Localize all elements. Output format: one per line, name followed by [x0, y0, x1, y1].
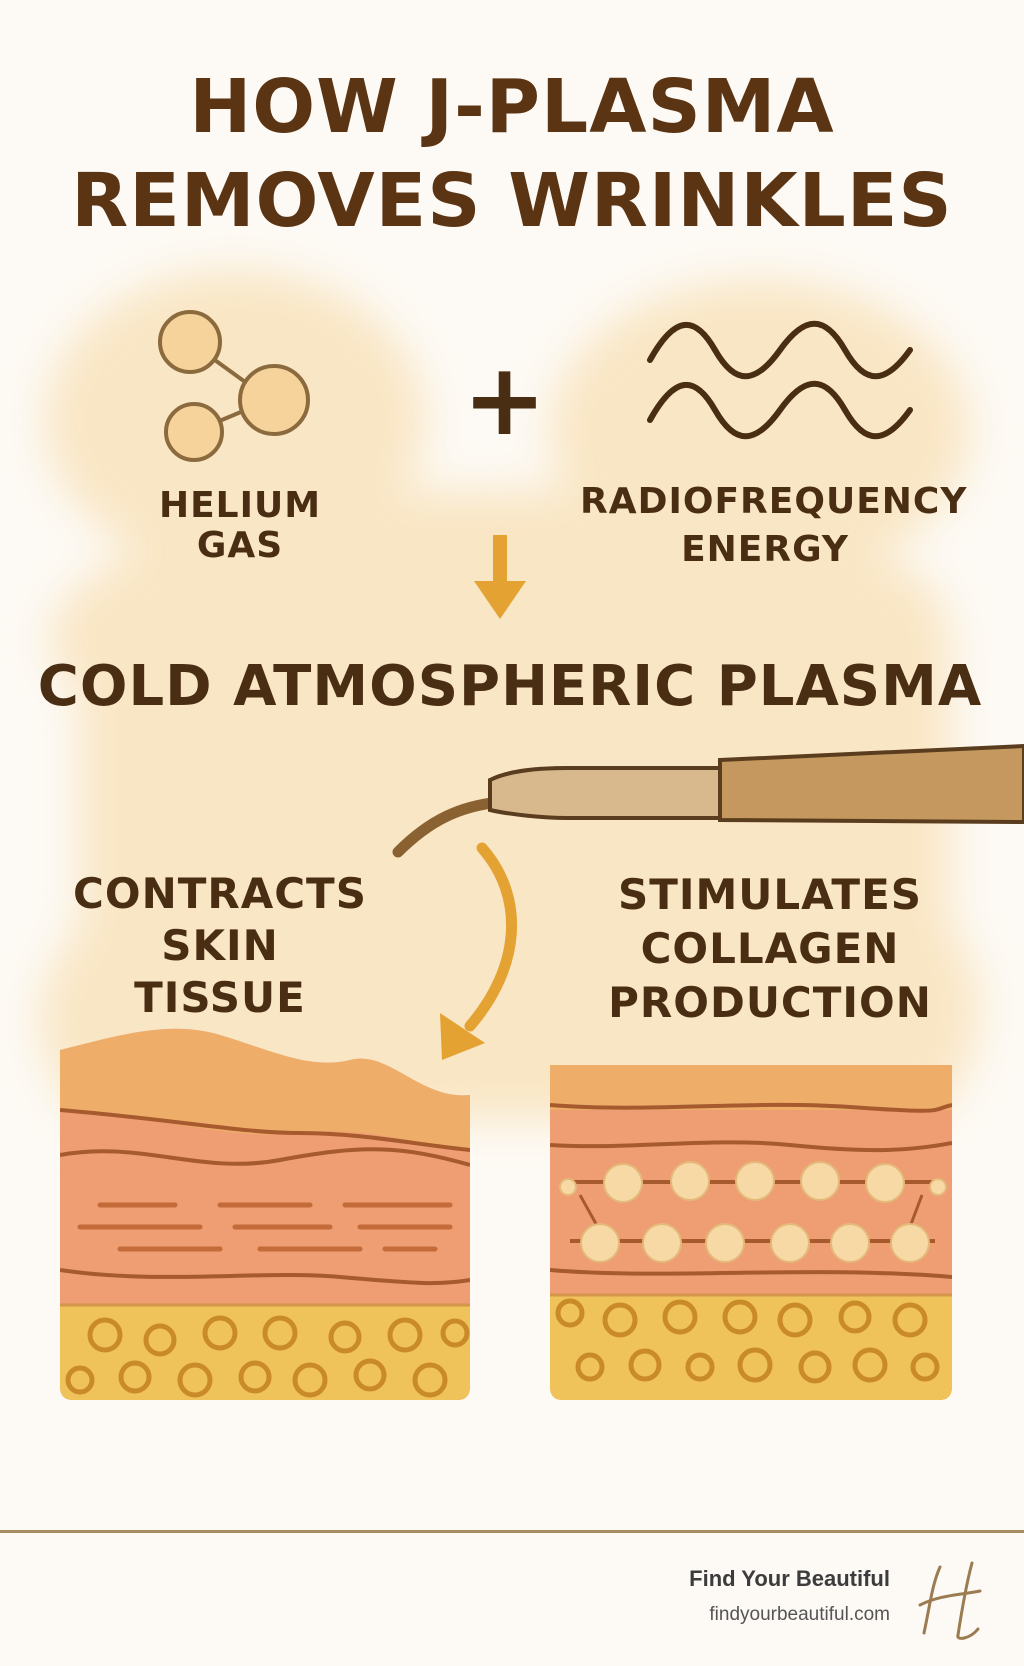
skin-section-collagen — [550, 1065, 952, 1400]
title-line-2: REMOVES WRINKLES — [71, 158, 953, 244]
plus-symbol: + — [462, 341, 548, 458]
title-line-1: HOW J-PLASMA — [189, 64, 835, 150]
plasma-label: COLD ATMOSPHERIC PLASMA — [37, 654, 983, 719]
stimulates-label-line-2: COLLAGEN — [640, 924, 900, 973]
rf-energy-label-line-2: ENERGY — [681, 529, 849, 570]
rf-energy-label-line-1: RADIOFREQUENCY — [580, 481, 968, 522]
curved-arrow-icon — [440, 842, 518, 1060]
brand-logo-icon — [918, 1561, 982, 1640]
plasma-wand-icon — [392, 743, 1024, 858]
brand-url[interactable]: findyourbeautiful.com — [709, 1604, 890, 1625]
helium-molecule-icon — [158, 310, 310, 462]
contracts-label-line-1: CONTRACTS — [73, 869, 367, 918]
helium-gas-label: HELIUM GAS — [158, 485, 322, 566]
stimulates-label-line-1: STIMULATES — [617, 870, 923, 919]
contracts-label-line-2: SKIN TISSUE — [134, 921, 306, 1022]
stimulates-label-line-3: PRODUCTION — [608, 978, 932, 1027]
footer-divider — [0, 1530, 1024, 1533]
skin-section-contracted — [60, 1028, 470, 1400]
radio-wave-icon — [647, 320, 913, 440]
arrow-down-icon — [474, 535, 526, 619]
brand-name[interactable]: Find Your Beautiful — [689, 1566, 890, 1591]
